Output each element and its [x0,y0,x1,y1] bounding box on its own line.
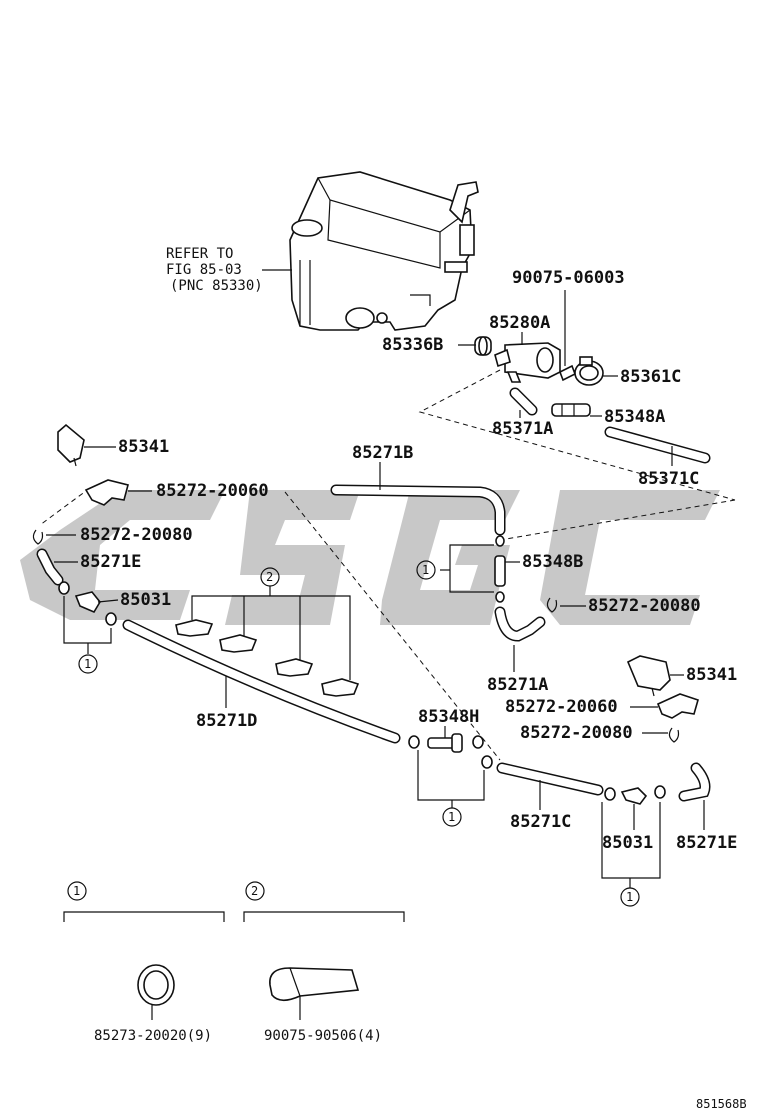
hose-85271c [496,762,604,796]
hose-85271b [330,484,506,536]
label-85271e-left: 85271E [80,552,141,572]
label-85271c: 85271C [510,812,571,832]
legend-2-part: 90075-90506(4) [264,1028,382,1044]
hose-85271e-right [678,762,711,802]
callout-1-middle: 1 [422,563,429,577]
callout-1-bottom: 1 [448,810,455,824]
label-85336b: 85336B [382,335,443,355]
label-85031-left: 85031 [120,590,171,610]
hose-85271e-left [36,548,64,586]
tank-note-line3: (PNC 85330) [170,278,263,294]
hose-85371a [509,387,538,416]
screw-90075-06003 [558,290,577,382]
tank-note-line1: REFER TO [166,246,233,262]
clip-85272-20080-right [546,597,558,613]
label-85272-20060-right: 85272-20060 [505,697,618,717]
label-85031-right: 85031 [602,833,653,853]
label-85361c: 85361C [620,367,681,387]
label-85272-20080-right: 85272-20080 [588,596,701,616]
washer-reservoir-tank [289,171,479,331]
hose-clip-90075-90506 [269,967,360,1020]
callout-1-right: 1 [626,890,633,904]
legend-2-num: 2 [251,884,258,898]
nozzle-85341-left [57,423,85,467]
label-85348h: 85348H [418,707,479,727]
clip-85272-20080-left [32,529,44,545]
clip-85272-20060-left [84,479,129,506]
label-85348b: 85348B [522,552,583,572]
clip-90075-90506-c [275,658,314,677]
label-85341-left: 85341 [118,437,169,457]
legend-1-num: 1 [73,884,80,898]
check-valve-85031-right [604,785,666,805]
label-85348a: 85348A [604,407,665,427]
hose-85371c [604,426,711,464]
watermark-logo [20,490,720,625]
washer-pump [494,342,561,383]
clip-85272-20060-right [656,693,699,719]
label-85271e-right: 85271E [676,833,737,853]
label-90075-06003: 90075-06003 [512,268,625,288]
label-85371c: 85371C [638,469,699,489]
valve-85348a [551,403,591,417]
label-85271a: 85271A [487,675,548,695]
valve-85348b [494,535,506,603]
label-85280a: 85280A [489,313,550,333]
clip-90075-90506-d [321,678,360,697]
label-85271d: 85271D [196,711,257,731]
check-valve-85031-left [58,581,117,626]
callout-2: 2 [266,570,273,584]
figure-id: 851568B [696,1097,747,1111]
hose-clamp-85273-20020 [137,964,175,1020]
grommet-85336b [474,336,492,356]
label-85341-right: 85341 [686,665,737,685]
legend-1-part: 85273-20020(9) [94,1028,212,1044]
label-85271b: 85271B [352,443,413,463]
label-85272-20060-left: 85272-20060 [156,481,269,501]
clip-90075-90506-a [175,619,214,637]
nozzle-85341-right [626,655,671,697]
hose-85271a [494,606,546,642]
label-85272-20080-left: 85272-20080 [80,525,193,545]
label-85272-20080-right2: 85272-20080 [520,723,633,743]
clamp-85361c [574,356,604,386]
callout-1-left: 1 [84,657,91,671]
clip-85272-20080-right2 [668,727,680,743]
hose-85271d [122,619,401,744]
tank-note-line2: FIG 85-03 [166,262,242,278]
label-85371a: 85371A [492,419,553,439]
clip-90075-90506-b [219,634,258,653]
valve-85348h [408,733,493,769]
